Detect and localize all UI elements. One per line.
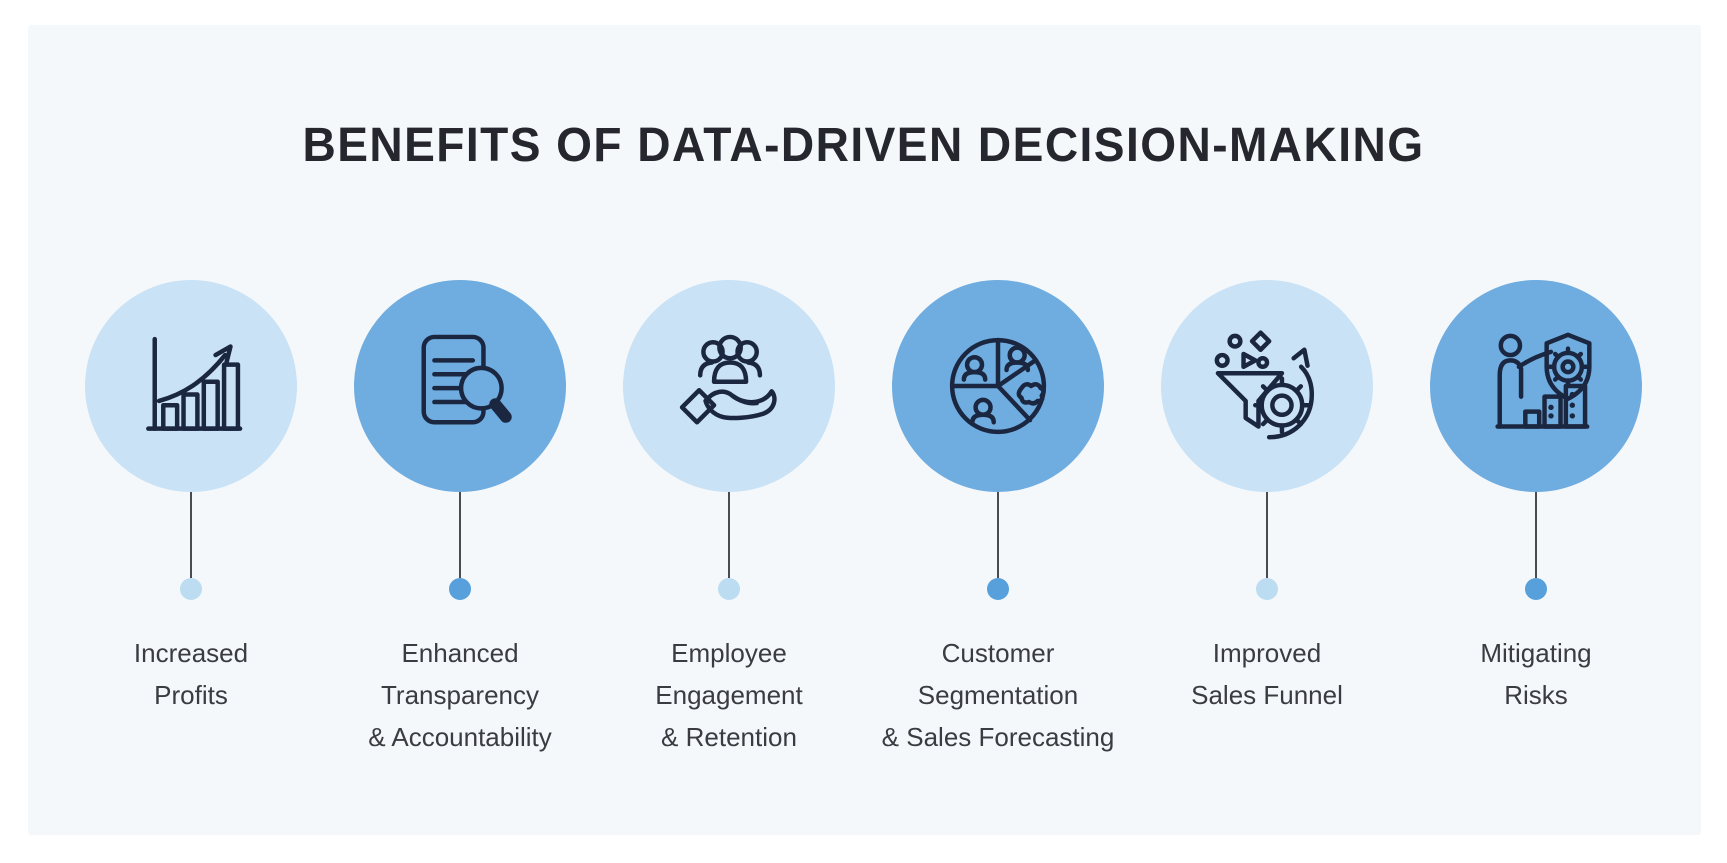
benefit-label-line: & Accountability (368, 722, 552, 752)
connector-line (459, 492, 461, 578)
customer-segments-pie-icon (934, 322, 1062, 450)
connector-line (1535, 492, 1537, 578)
benefit-label-line: Sales Funnel (1191, 680, 1343, 710)
connector-line (728, 492, 730, 578)
benefit-label-line: Engagement (655, 680, 803, 710)
benefit-circle (1161, 280, 1373, 492)
benefit-label-line: Profits (154, 680, 228, 710)
hand-people-icon (665, 322, 793, 450)
benefit-label-line: Enhanced (401, 638, 519, 668)
benefit-label-line: Increased (133, 638, 249, 668)
benefit-label-line: Mitigating (1480, 638, 1592, 668)
connector-line (997, 492, 999, 578)
benefit-circle (892, 280, 1104, 492)
benefit-label-line: Risks (1504, 680, 1568, 710)
benefit-label-line: & Sales Forecasting (881, 722, 1115, 752)
page-title: BENEFITS OF DATA-DRIVEN DECISION-MAKING (302, 119, 1425, 172)
connector-dot (180, 578, 202, 600)
connector-dot (718, 578, 740, 600)
benefit-label-line: Customer (941, 638, 1055, 668)
benefit-label-line: Transparency (381, 680, 539, 710)
benefit-label-line: Improved (1212, 638, 1322, 668)
infographic-panel (28, 25, 1701, 835)
document-magnifier-icon (396, 322, 524, 450)
bar-chart-growth-icon (127, 322, 255, 450)
connector-dot (1525, 578, 1547, 600)
connector-dot (1256, 578, 1278, 600)
person-shield-icon (1472, 322, 1600, 450)
benefit-circle (354, 280, 566, 492)
benefit-label-line: & Retention (661, 722, 797, 752)
benefit-circle (85, 280, 297, 492)
connector-line (1266, 492, 1268, 578)
connector-dot (987, 578, 1009, 600)
connector-dot (449, 578, 471, 600)
funnel-gear-arrow-icon (1203, 322, 1331, 450)
benefit-label-line: Segmentation (917, 680, 1079, 710)
benefit-circle (623, 280, 835, 492)
connector-line (190, 492, 192, 578)
benefit-circle (1430, 280, 1642, 492)
benefit-label-line: Employee (671, 638, 787, 668)
